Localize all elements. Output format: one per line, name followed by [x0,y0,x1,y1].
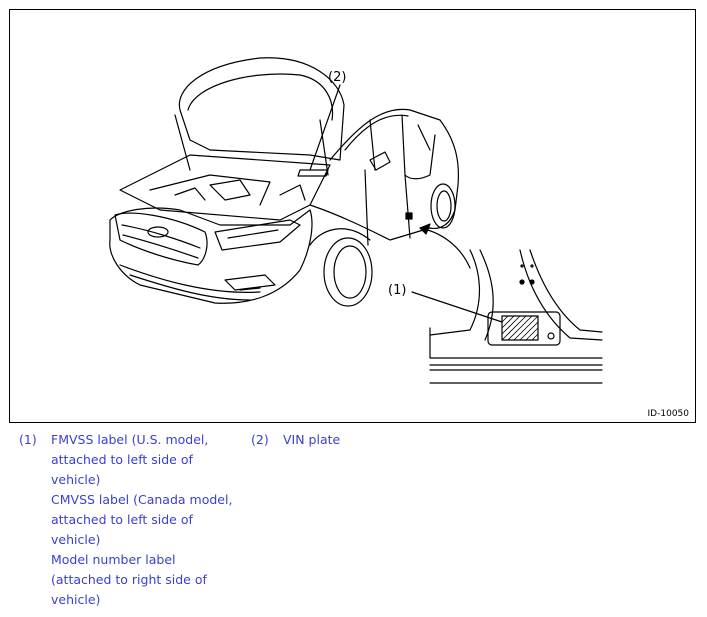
legend-item-description: FMVSS label (U.S. model, attached to lef… [51,430,232,610]
car-illustration: (2) (1) [109,57,603,384]
legend-line: attached to left side of [51,452,193,467]
legend-line: attached to left side of [51,512,193,527]
detail-inset [411,249,603,384]
rear-wheel [430,183,456,229]
legend-line: VIN plate [283,432,341,447]
legend-item-description: VIN plate [283,430,340,450]
pointer-arrow [419,227,471,269]
legend-line: (attached to right side of [51,572,207,587]
legend-line: vehicle) [51,592,101,607]
figure-id: ID-10050 [647,409,689,419]
legend-line: CMVSS label (Canada model, [51,492,233,507]
legend-line: Model number label [51,552,176,567]
callout-1: (1) [388,283,406,298]
legend-line: FMVSS label (U.S. model, [51,432,209,447]
front-wheel [323,237,373,307]
open-hood [178,57,345,161]
illustration-frame: (2) (1) ID-10050 [9,9,696,423]
fmvss-label-plate [487,311,561,346]
headlight [214,219,301,251]
engine-bay [119,154,331,221]
legend-item-number: (2) [251,432,269,447]
legend-line: vehicle) [51,472,101,487]
car-body [329,108,460,230]
front-bumper [109,207,313,304]
callout-2: (2) [328,70,346,85]
legend-item-number: (1) [19,432,37,447]
grille [114,212,208,266]
legend-line: vehicle) [51,532,101,547]
